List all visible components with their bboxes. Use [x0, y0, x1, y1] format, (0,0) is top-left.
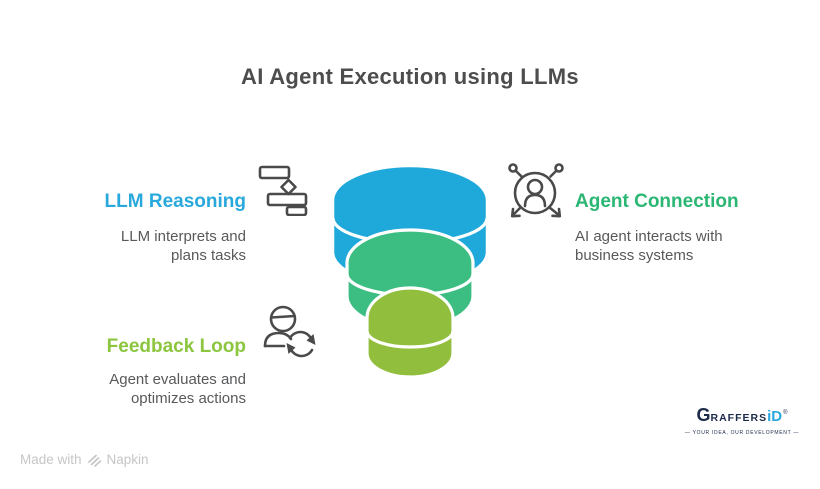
networked-user-icon: [508, 161, 564, 220]
description-line: plans tasks: [170, 247, 246, 264]
gantt-plan-icon: [257, 162, 309, 216]
description-line: LLM interprets and: [120, 228, 246, 245]
agent-connection-description: AI agent interacts with business systems: [575, 227, 723, 265]
llm-reasoning-description: LLM interprets and plans tasks: [121, 227, 246, 265]
description-line: Agent evaluates and: [109, 371, 246, 388]
llm-reasoning-heading: LLM Reasoning: [104, 191, 246, 212]
registered-mark: ®: [783, 410, 788, 416]
funnel-tier-bottom: [365, 286, 455, 379]
description-line: business systems: [575, 247, 694, 264]
logo-word: RAFFERS: [710, 412, 768, 424]
funnel-tier-bottom-rim: [365, 330, 455, 349]
made-with-text: Made with: [20, 452, 82, 467]
description-line: AI agent interacts with: [575, 228, 723, 245]
logo-tagline: — YOUR IDEA, OUR DEVELOPMENT —: [684, 430, 800, 436]
funnel-diagram: [331, 164, 489, 379]
user-refresh-icon: [262, 304, 316, 360]
page-title: AI Agent Execution using LLMs: [241, 64, 579, 89]
logo-initial: G: [696, 405, 711, 425]
made-with-napkin-link[interactable]: Made with Napkin: [20, 452, 149, 467]
napkin-icon: [87, 454, 101, 467]
feedback-loop-heading: Feedback Loop: [106, 336, 246, 357]
agent-connection-heading: Agent Connection: [575, 191, 739, 212]
napkin-brand-text: Napkin: [106, 452, 149, 467]
logo-suffix: iD: [767, 408, 783, 425]
description-line: optimizes actions: [130, 390, 246, 407]
feedback-loop-description: Agent evaluates and optimizes actions: [109, 370, 246, 408]
